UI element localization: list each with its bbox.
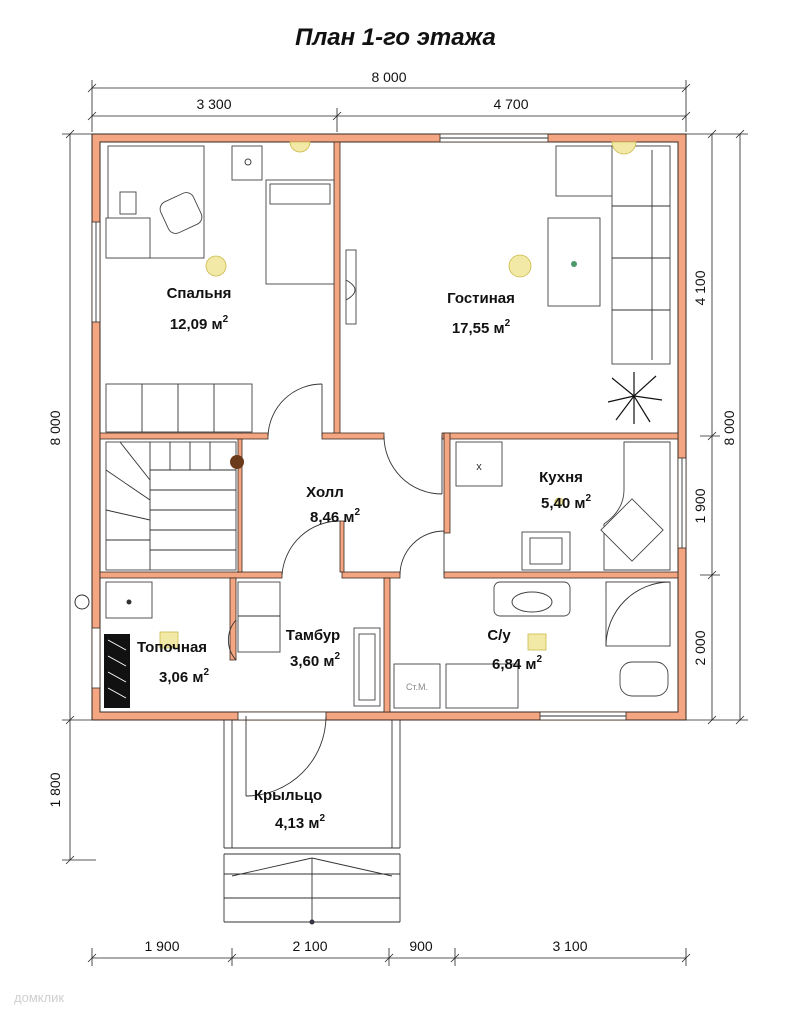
- room-name-hall: Холл: [306, 484, 344, 501]
- room-name-bedroom: Спальня: [167, 285, 232, 302]
- staircase: [105, 441, 244, 571]
- dim-bottom-2: 2 100: [292, 938, 327, 954]
- room-area-kitchen: 5,40 м2: [541, 493, 591, 512]
- dim-left-porch: 1 800: [47, 772, 63, 807]
- dim-bottom-3: 900: [409, 938, 433, 954]
- dim-left-total: 8 000: [47, 410, 63, 445]
- room-area-boiler: 3,06 м2: [159, 667, 209, 686]
- kitchen-furniture: x: [455, 441, 671, 571]
- vestibule-furniture: [237, 581, 381, 707]
- washer-label: Ст.М.: [406, 682, 428, 692]
- dim-right-3: 2 000: [692, 630, 708, 665]
- room-name-porch: Крыльцо: [254, 787, 322, 804]
- room-name-bathroom: С/у: [487, 627, 511, 644]
- plant-icon: [607, 372, 663, 424]
- room-name-kitchen: Кухня: [539, 469, 583, 486]
- room-area-bedroom: 12,09 м2: [170, 314, 229, 333]
- dim-bottom-1: 1 900: [144, 938, 179, 954]
- living-furniture: [345, 145, 671, 424]
- dim-bottom-4: 3 100: [552, 938, 587, 954]
- ceiling-lights: [159, 141, 637, 651]
- stove-mark: x: [476, 461, 482, 473]
- door-swings: [227, 383, 445, 797]
- room-name-boiler: Топочная: [137, 639, 207, 656]
- room-area-bathroom: 6,84 м2: [492, 654, 542, 673]
- dim-right-1: 4 100: [692, 270, 708, 305]
- room-labels: Спальня 12,09 м2 Гостиная 17,55 м2 Холл …: [137, 285, 592, 832]
- room-area-hall: 8,46 м2: [310, 507, 360, 526]
- room-area-porch: 4,13 м2: [275, 813, 325, 832]
- porch: [223, 720, 401, 925]
- boiler-room-furniture: [74, 581, 153, 708]
- room-name-vestibule: Тамбур: [286, 627, 340, 644]
- dim-top-right: 4 700: [493, 96, 528, 112]
- dim-right-total: 8 000: [721, 410, 737, 445]
- dim-top-left: 3 300: [196, 96, 231, 112]
- plan-title: План 1-го этажа: [295, 24, 496, 51]
- window-lines: [95, 137, 683, 717]
- room-area-living: 17,55 м2: [452, 318, 511, 337]
- watermark: домклик: [14, 990, 65, 1005]
- dim-right-2: 1 900: [692, 488, 708, 523]
- room-area-vestibule: 3,60 м2: [290, 651, 340, 670]
- room-name-living: Гостиная: [447, 290, 515, 307]
- dimension-lines: [62, 80, 748, 966]
- dim-top-total: 8 000: [371, 69, 406, 85]
- bedroom-furniture: [105, 145, 335, 433]
- bathroom-furniture: Ст.М.: [393, 581, 671, 709]
